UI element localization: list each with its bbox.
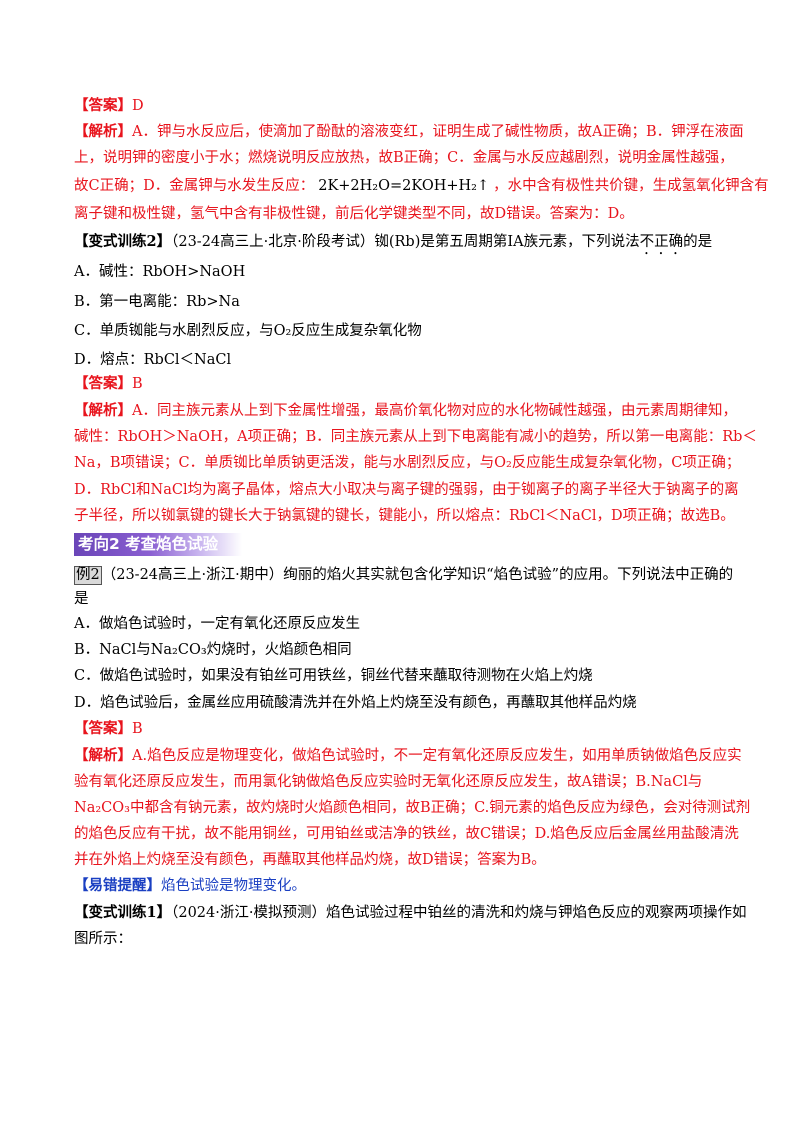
- answer-tag: 【答案】: [74, 97, 132, 114]
- answer-value: D: [132, 98, 144, 114]
- drill-stem: 【变式训练2】（23-24高三上·北京·阶段考试）铷(Rb)是第五周期第IA族元…: [74, 232, 712, 258]
- emphasis-text: 不正确: [639, 234, 684, 250]
- drill-stem: 【变式训练1】（2024·浙江·模拟预测）焰色试验过程中铂丝的清洗和灼烧与钾焰色…: [74, 903, 746, 923]
- drill-stem-text: （2024·浙江·模拟预测）焰色试验过程中铂丝的清洗和灼烧与钾焰色反应的观察两项…: [171, 905, 747, 921]
- analysis-line: 子半径，所以铷氯键的键长大于钠氯键的键长，键能小，所以熔点：RbCl＜NaCl，…: [74, 508, 735, 524]
- answer-tag: 【答案】: [74, 375, 132, 392]
- analysis-line: 【解析】A．钾与水反应后，使滴加了酚酞的溶液变红，证明生成了碱性物质，故A正确；…: [74, 122, 744, 142]
- drill-tag: 【变式训练1】: [74, 904, 172, 921]
- answer-line-2: 【答案】B: [74, 374, 143, 394]
- analysis-line: 并在外焰上灼烧至没有颜色，再蘸取其他样品灼烧，故D错误；答案为B。: [74, 852, 546, 868]
- analysis-line: 故C正确；D．金属钾与水发生反应：2K+2H₂O=2KOH+H₂↑，水中含有极性…: [74, 176, 769, 196]
- example-stem: 例2（23-24高三上·浙江·期中）绚丽的焰火其实就包含化学知识“焰色试验”的应…: [74, 565, 733, 585]
- analysis-tag: 【解析】: [74, 402, 132, 419]
- drill-tag: 【变式训练2】: [74, 233, 172, 250]
- analysis-text: A.焰色反应是物理变化，做焰色试验时，不一定有氧化还原反应发生，如用单质钠做焰色…: [132, 748, 742, 764]
- answer-line-3: 【答案】B: [74, 719, 143, 739]
- option-c: C．单质铷能与水剧烈反应，与O₂反应生成复杂氧化物: [74, 323, 422, 339]
- analysis-line: 离子键和极性键，氢气中含有非极性键，前后化学键类型不同，故D错误。答案为：D。: [74, 206, 634, 222]
- tip-text: 焰色试验是物理变化。: [161, 878, 306, 894]
- option-d: D．熔点：RbCl＜NaCl: [74, 352, 232, 368]
- drill-stem-text: （23-24高三上·北京·阶段考试）铷(Rb)是第五周期第IA族元素，下列说法: [171, 234, 640, 250]
- answer-tag: 【答案】: [74, 720, 132, 737]
- example-tag: 例2: [74, 566, 102, 585]
- analysis-tag: 【解析】: [74, 123, 132, 140]
- analysis-tag: 【解析】: [74, 747, 132, 764]
- analysis-line: 【解析】A.焰色反应是物理变化，做焰色试验时，不一定有氧化还原反应发生，如用单质…: [74, 746, 742, 766]
- reaction-equation: 2K+2H₂O=2KOH+H₂↑: [318, 178, 490, 194]
- analysis-line: 的焰色反应有干扰，故不能用铜丝，可用铂丝或洁净的铁丝，故C错误；D.焰色反应后金…: [74, 826, 739, 842]
- drill-stem: 图所示：: [74, 931, 132, 947]
- analysis-line: 验有氧化还原反应发生，而用氯化钠做焰色反应实验时无氧化还原反应发生，故A错误；B…: [74, 774, 703, 790]
- tip-line: 【易错提醒】焰色试验是物理变化。: [74, 876, 306, 896]
- option-b: B．第一电离能：Rb>Na: [74, 294, 240, 310]
- drill-stem-text: 的是: [683, 234, 713, 250]
- answer-value: B: [132, 721, 143, 737]
- analysis-line: D．RbCl和NaCl均为离子晶体，熔点大小取决与离子键的强弱，由于铷离子的离子…: [74, 482, 739, 498]
- analysis-line: 【解析】A．同主族元素从上到下金属性增强，最高价氧化物对应的水化物碱性越强，由元…: [74, 401, 737, 421]
- analysis-line: 碱性：RbOH＞NaOH，A项正确；B．同主族元素从上到下电离能有减小的趋势，所…: [74, 429, 757, 445]
- analysis-text: 故C正确；D．金属钾与水发生反应：: [74, 178, 315, 194]
- option-a: A．碱性：RbOH>NaOH: [74, 264, 246, 280]
- option-a: A．做焰色试验时，一定有氧化还原反应发生: [74, 616, 360, 632]
- analysis-text: A．钾与水反应后，使滴加了酚酞的溶液变红，证明生成了碱性物质，故A正确；B．钾浮…: [132, 124, 744, 140]
- analysis-line: Na₂CO₃中都含有钠元素，故灼烧时火焰颜色相同，故B正确；C.铜元素的焰色反应…: [74, 800, 751, 816]
- example-stem-text: （23-24高三上·浙江·期中）绚丽的焰火其实就包含化学知识“焰色试验”的应用。…: [101, 567, 734, 583]
- analysis-text: ，水中含有极性共价键，生成氢氧化钾含有: [493, 178, 769, 194]
- answer-line-1: 【答案】D: [74, 96, 144, 116]
- example-stem: 是: [74, 591, 89, 607]
- analysis-line: 上，说明钾的密度小于水；燃烧说明反应放热，故B正确；C．金属与水反应越剧烈，说明…: [74, 150, 734, 166]
- option-c: C．做焰色试验时，如果没有铂丝可用铁丝，铜丝代替来蘸取待测物在火焰上灼烧: [74, 668, 593, 684]
- option-b: B．NaCl与Na₂CO₃灼烧时，火焰颜色相同: [74, 642, 352, 658]
- analysis-line: Na，B项错误；C．单质铷比单质钠更活泼，能与水剧烈反应，与O₂反应能生成复杂氧…: [74, 455, 741, 471]
- option-d: D．焰色试验后，金属丝应用硫酸清洗并在外焰上灼烧至没有颜色，再蘸取其他样品灼烧: [74, 695, 637, 711]
- answer-value: B: [132, 376, 143, 392]
- analysis-text: A．同主族元素从上到下金属性增强，最高价氧化物对应的水化物碱性越强，由元素周期律…: [132, 403, 737, 419]
- section-heading: 考向2 考查焰色试验: [74, 533, 242, 556]
- tip-tag: 【易错提醒】: [74, 877, 161, 894]
